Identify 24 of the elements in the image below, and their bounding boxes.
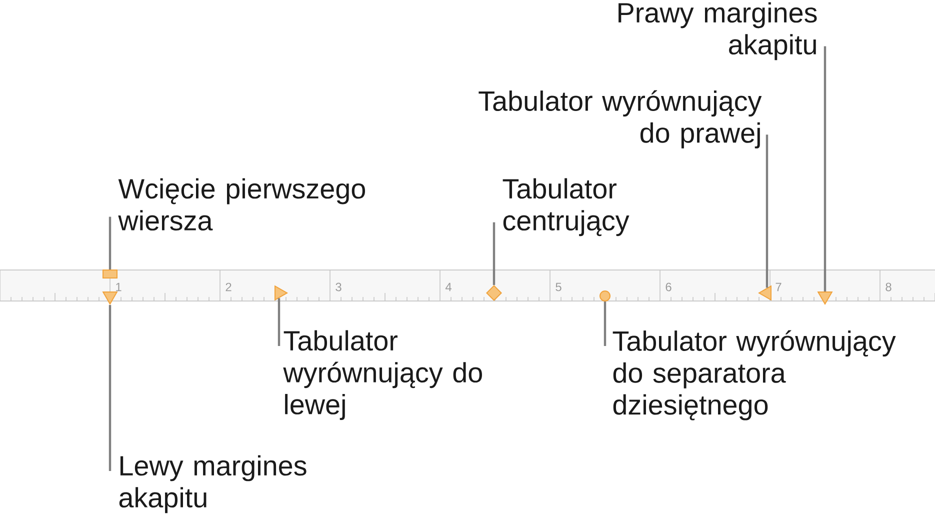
ruler-number: 1	[116, 282, 122, 292]
leader-line	[492, 222, 496, 285]
callout-text: Tabulator centrujący	[502, 178, 630, 236]
callout-text: Wcięcie pierwszego wiersza	[118, 178, 366, 231]
leader-line	[108, 216, 112, 270]
rectangle-marker	[102, 270, 118, 278]
ruler-number: 3	[336, 282, 342, 292]
callout-text: Lewy margines akapitu	[119, 455, 306, 514]
leader-line	[604, 302, 606, 346]
callout-text: Tabulator wyrównujący do lewej	[283, 330, 482, 420]
leader-line	[278, 298, 280, 346]
ruler-number: 8	[886, 282, 892, 292]
ruler-number: 6	[666, 282, 672, 292]
callout-text: Prawy margines akapitu	[618, 2, 817, 60]
leader-line	[108, 305, 112, 471]
leader-line	[766, 134, 768, 288]
ruler-number: 2	[226, 282, 232, 292]
ruler-number: 5	[556, 282, 562, 292]
ruler-number: 4	[445, 282, 452, 292]
leader-line	[824, 46, 826, 292]
diamond-marker	[486, 285, 502, 301]
callout-text: Tabulator wyrównujący do prawej	[478, 90, 762, 148]
callout-text: Tabulator wyrównujący do separatora dziesiętnego	[612, 330, 896, 420]
ruler-number: 7	[776, 282, 782, 292]
